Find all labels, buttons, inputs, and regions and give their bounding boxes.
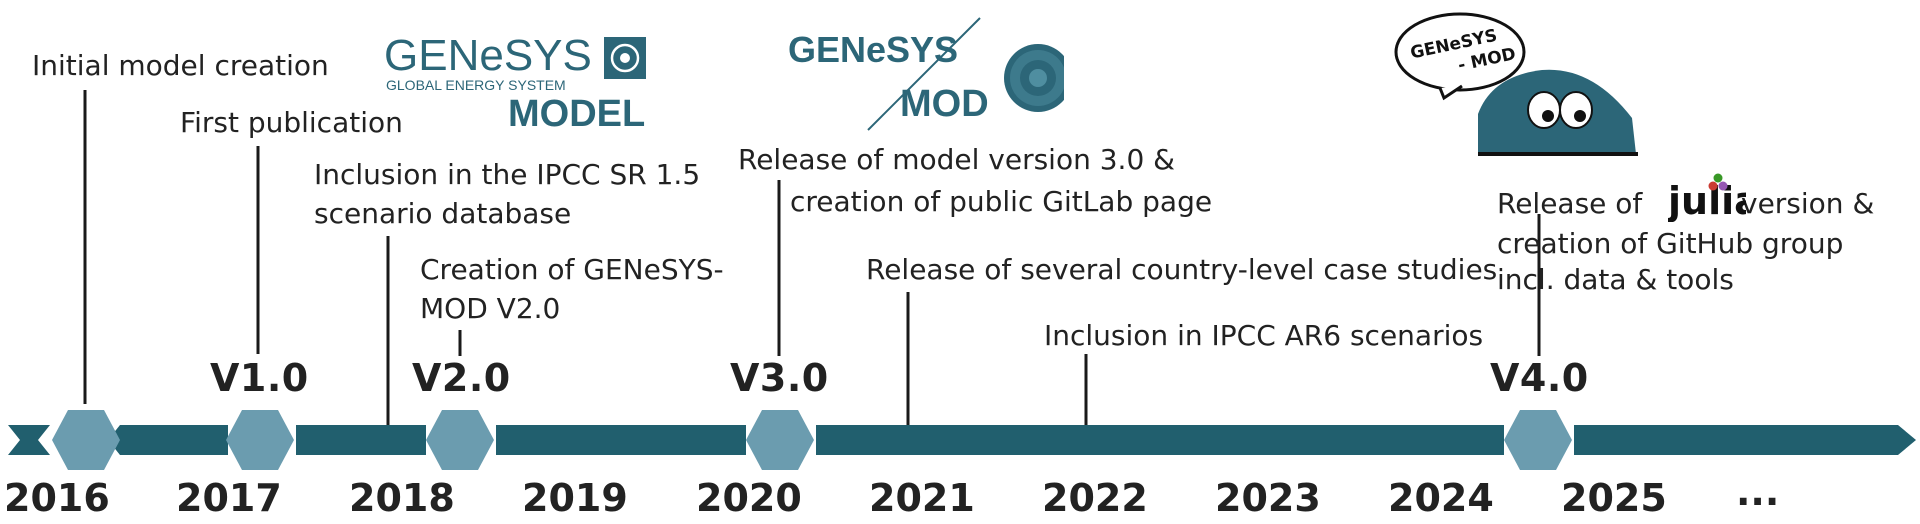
year-2017: 2017 [176,476,282,520]
year-2016: 2016 [4,476,110,520]
version-v4: V4.0 [1490,356,1589,400]
year-2024: 2024 [1388,476,1494,520]
genesys-model-logo: GENeSYS GLOBAL ENERGY SYSTEM MODEL [382,31,652,135]
version-v2: V2.0 [412,356,511,400]
flower-icon [1004,44,1072,112]
timeline-arrow-tail [8,425,50,455]
event-ipcc-sr-line1: Inclusion in the IPCC SR 1.5 [314,158,701,191]
event-v2-line2: MOD V2.0 [420,292,561,325]
genesys-mod-logo: GENeSYS MOD [784,14,1072,134]
event-v2-line1: Creation of GENeSYS- [420,253,724,286]
version-v1: V1.0 [210,356,309,400]
timeline-band-2020-2024 [816,425,1504,455]
event-v4-line3: incl. data & tools [1497,263,1734,296]
timeline-band-2017-2018 [296,425,426,455]
event-v3-line1: Release of model version 3.0 & [738,143,1175,176]
genesys-mod-mascot: GENeSYS - MOD [1392,6,1644,156]
hexagon-2016 [52,410,120,470]
event-first-publication: First publication [180,106,403,139]
hexagon-v1 [226,410,294,470]
year-2020: 2020 [696,476,802,520]
logo2-mod-text: MOD [900,83,989,125]
event-v4-line1a: Release of [1497,187,1643,220]
year-2019: 2019 [522,476,628,520]
event-initial-model: Initial model creation [32,49,329,82]
version-v3: V3.0 [730,356,829,400]
event-v4-line2: creation of GitHub group [1497,227,1844,260]
timeline-arrow-head [1574,425,1916,455]
event-case-studies: Release of several country-level case st… [866,253,1498,286]
timeline-band-2018-2020 [496,425,746,455]
hexagon-v4 [1504,410,1572,470]
hexagon-v3 [746,410,814,470]
year-ellipsis: ... [1736,470,1780,514]
julia-logo: julia [1666,170,1760,223]
event-v4-line1b: version & [1741,187,1875,220]
logo1-sub-text: GLOBAL ENERGY SYSTEM [386,77,566,93]
year-2025: 2025 [1561,476,1667,520]
year-2018: 2018 [349,476,455,520]
event-ar6: Inclusion in IPCC AR6 scenarios [1044,319,1484,352]
timeline-band-2016-2017 [120,425,228,455]
event-ipcc-sr-line2: scenario database [314,197,572,230]
logo2-title-text: GENeSYS [788,29,958,70]
year-2022: 2022 [1042,476,1148,520]
year-2021: 2021 [869,476,975,520]
hexagon-v2 [426,410,494,470]
logo1-model-text: MODEL [508,93,645,132]
julia-logo-text: julia [1668,179,1746,222]
logo1-title-text: GENeSYS [384,32,592,80]
year-2023: 2023 [1215,476,1321,520]
event-v3-line2: creation of public GitLab page [790,185,1213,218]
